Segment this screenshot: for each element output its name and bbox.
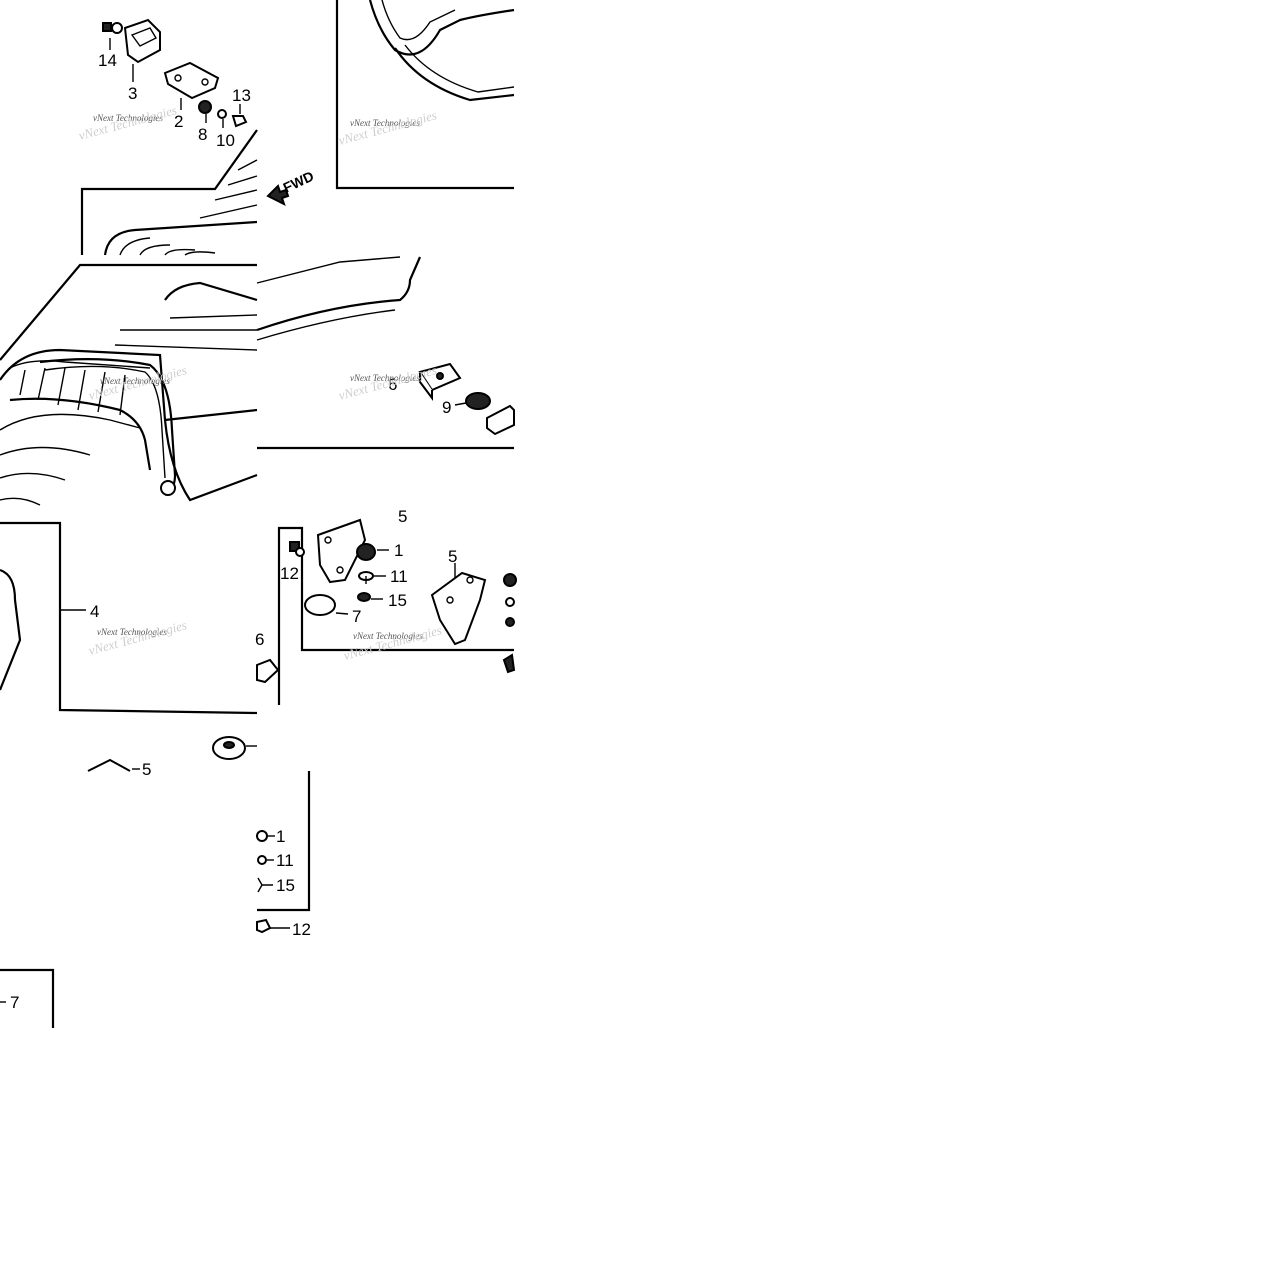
callout-5: 5 — [142, 760, 151, 779]
rubber-grommet-icon — [356, 543, 376, 561]
callout-5: 5 — [448, 547, 457, 566]
watermark: vNext Technologies — [93, 113, 163, 123]
nut-part-icon — [231, 115, 248, 128]
rubber-cushion-icon — [304, 594, 336, 616]
fwd-label: FWD — [281, 168, 317, 196]
callout-13: 13 — [232, 86, 251, 105]
callout-12: 12 — [292, 920, 311, 939]
seat-cushion-fragment — [80, 129, 258, 256]
tile-middle-middle: 6 9 vNext Technologies — [256, 256, 515, 450]
callout-14: 14 — [98, 51, 117, 70]
seat-stopper-icon — [256, 658, 280, 684]
collar-part-icon — [505, 597, 515, 607]
callout-7: 7 — [352, 607, 361, 626]
callout-1: 1 — [276, 827, 285, 846]
forward-arrow-icon: FWD — [266, 168, 317, 206]
seat-bracket-icon — [87, 758, 131, 772]
rubber-grommet-icon — [503, 573, 517, 587]
callout-8: 8 — [198, 125, 207, 144]
watermark: vNext Technologies — [353, 631, 423, 641]
watermark: vNext Technologies — [350, 373, 420, 383]
bolt-part-icon — [502, 653, 516, 674]
tile-lower-middle: 1 11 15 12 — [256, 771, 311, 939]
callout-15: 15 — [388, 591, 407, 610]
grommet-part-icon — [198, 100, 212, 114]
watermark: vNext Technologies — [97, 627, 167, 637]
tile-top-middle: FWD vNext Technologies — [266, 0, 515, 206]
callout-11: 11 — [390, 567, 408, 586]
callout-6: 6 — [388, 375, 397, 394]
tile-lower-left: 5 7 — [0, 736, 257, 1028]
callout-10: 10 — [216, 131, 235, 150]
rubber-grommet-icon — [256, 830, 268, 842]
bolt-part-icon — [289, 541, 305, 557]
callout-11: 11 — [276, 851, 294, 870]
callout-9: 9 — [442, 398, 451, 417]
bolt-part-icon — [102, 22, 123, 50]
callout-12: 12 — [280, 564, 299, 583]
washer-part-icon — [217, 109, 227, 119]
callout-6: 6 — [255, 630, 264, 649]
callout-3: 3 — [128, 84, 137, 103]
collar-part-icon — [257, 855, 267, 865]
seat-stopper-icon — [486, 404, 515, 436]
tile-bottom-middle: 6 12 1 — [255, 507, 517, 705]
washer-part-icon — [357, 592, 371, 602]
tile-bottom-left: 4 vNext Technologies — [0, 521, 258, 715]
seat-bracket-icon — [316, 518, 367, 584]
seat-bracket-icon — [430, 563, 487, 646]
watermark: vNext Technologies — [342, 622, 443, 663]
callout-5: 5 — [398, 507, 407, 526]
callout-1: 1 — [394, 541, 403, 560]
bolt-part-icon — [256, 918, 272, 934]
washer-part-icon — [257, 877, 273, 893]
seat-hinge-bracket-icon — [123, 18, 161, 82]
tile-top-left: 14 3 2 8 10 13 vNext Technologies — [80, 18, 258, 256]
callout-2: 2 — [174, 112, 183, 131]
rubber-cap-icon — [465, 392, 491, 410]
seat-cushion — [0, 281, 258, 506]
collar-part-icon — [358, 571, 386, 584]
callout-7: 7 — [10, 993, 19, 1012]
tile-middle-left: vNext Technologies — [0, 263, 258, 506]
callout-4: 4 — [90, 602, 99, 621]
seat-stopper-icon — [418, 362, 462, 401]
watermark: vNext Technologies — [350, 118, 420, 128]
callout-15: 15 — [276, 876, 295, 895]
watermark: vNext Technologies — [100, 376, 170, 386]
washer-part-icon — [505, 617, 515, 627]
watermark: vNext Technologies — [87, 617, 188, 658]
mounting-plate-icon — [163, 61, 220, 110]
